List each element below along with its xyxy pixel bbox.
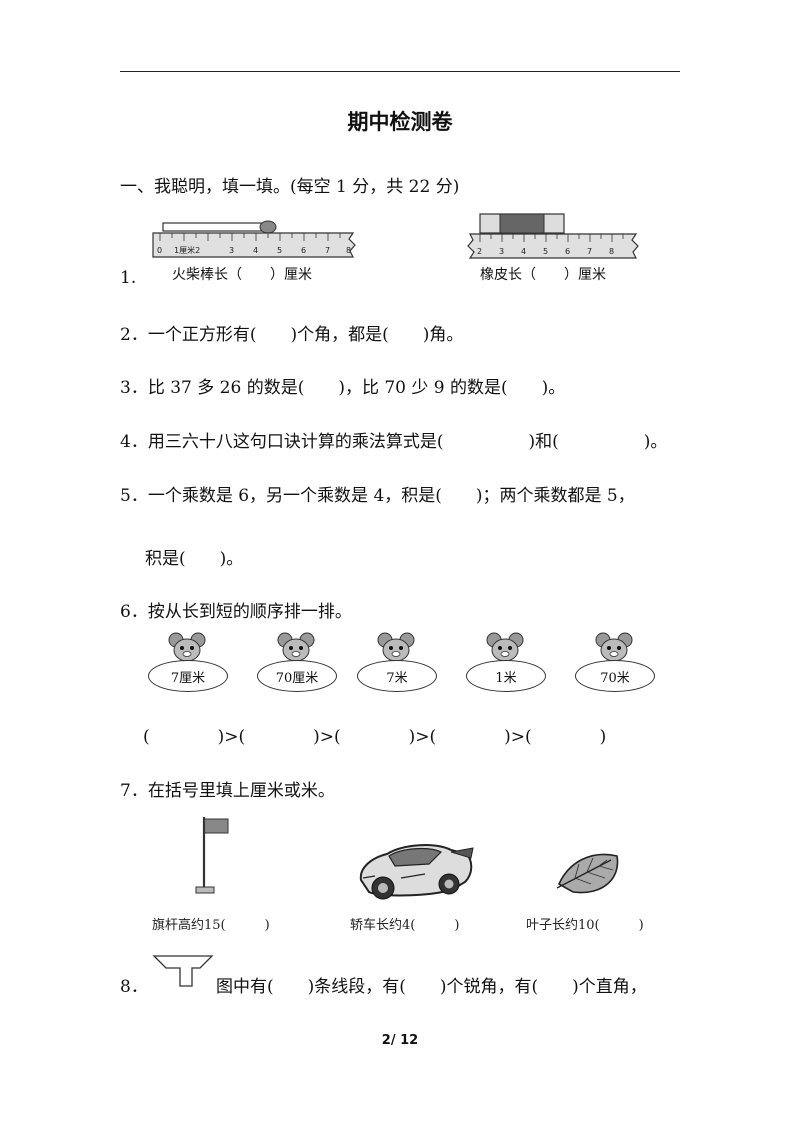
q1-number: 1. <box>120 268 137 288</box>
ruler-eraser-figure: 2 3 4 5 6 7 8 <box>467 213 639 259</box>
caption-leaf: 叶子长约10( ) <box>526 918 644 933</box>
length-card-label: 1米 <box>466 660 546 692</box>
length-card: 70米 <box>570 632 660 692</box>
question-4: 4．用三六十八这句口诀计算的乘法算式是( )和( )。 <box>120 432 668 452</box>
ruler-left-label: 5 <box>277 246 282 255</box>
caption-car: 轿车长约4( ) <box>350 918 460 933</box>
ruler-left-label: 7 <box>325 246 330 255</box>
question-5-line-1: 5．一个乘数是 6，另一个乘数是 4，积是( )；两个乘数都是 5， <box>120 486 635 506</box>
length-card: 1米 <box>461 632 551 692</box>
mouse-icon <box>277 632 315 662</box>
ruler-right-label: 2 <box>477 247 482 256</box>
ruler-matchstick-figure: 0 1厘米2 3 4 5 6 7 8 <box>152 220 356 258</box>
ruler-left-label: 6 <box>301 246 306 255</box>
length-card: 7米 <box>352 632 442 692</box>
ruler-right-label: 4 <box>521 247 526 256</box>
q6-answer-line: ( )>( )>( )>( )>( ) <box>143 727 607 747</box>
header-rule <box>120 71 680 72</box>
length-card: 70厘米 <box>252 632 342 692</box>
ruler-right-label: 7 <box>587 247 592 256</box>
question-7: 7．在括号里填上厘米或米。 <box>120 781 335 801</box>
ruler-left-label: 1厘米2 <box>174 245 200 255</box>
section-1-heading: 一、我聪明，填一填。(每空 1 分，共 22 分) <box>120 177 460 197</box>
q8-shape-figure <box>152 955 214 987</box>
ruler-left-label: 3 <box>229 246 234 255</box>
question-8-text: 图中有( )条线段，有( )个锐角，有( )个直角， <box>216 977 647 997</box>
q8-number: 8． <box>120 977 148 997</box>
length-card-label: 70米 <box>575 660 655 692</box>
question-2: 2．一个正方形有( )个角，都是( )角。 <box>120 325 464 345</box>
mouse-icon <box>168 632 206 662</box>
length-card: 7厘米 <box>143 632 233 692</box>
ruler-right-label: 6 <box>565 247 570 256</box>
ruler-left-label: 4 <box>253 246 258 255</box>
caption-matchstick: 火柴棒长（ ）厘米 <box>172 267 312 283</box>
mouse-icon <box>486 632 524 662</box>
length-card-label: 70厘米 <box>257 660 337 692</box>
ruler-right-label: 3 <box>499 247 504 256</box>
leaf-figure <box>556 853 619 894</box>
question-3: 3．比 37 多 26 的数是( )，比 70 少 9 的数是( )。 <box>120 378 566 398</box>
page-title: 期中检测卷 <box>347 110 453 134</box>
mouse-icon <box>595 632 633 662</box>
mouse-icon <box>377 632 415 662</box>
ruler-right-label: 8 <box>609 247 614 256</box>
page-number: 2/ 12 <box>381 1033 419 1048</box>
flagpole-figure <box>195 817 229 894</box>
car-figure <box>359 844 474 900</box>
question-6: 6．按从长到短的顺序排一排。 <box>120 602 352 622</box>
ruler-right-label: 5 <box>543 247 548 256</box>
caption-flagpole: 旗杆高约15( ) <box>152 918 270 933</box>
ruler-left-label: 0 <box>157 246 162 255</box>
length-card-label: 7米 <box>357 660 437 692</box>
caption-eraser: 橡皮长（ ）厘米 <box>480 267 606 283</box>
question-5-line-2: 积是( )。 <box>145 549 244 569</box>
length-card-label: 7厘米 <box>148 660 228 692</box>
ruler-left-label: 8 <box>346 246 351 255</box>
